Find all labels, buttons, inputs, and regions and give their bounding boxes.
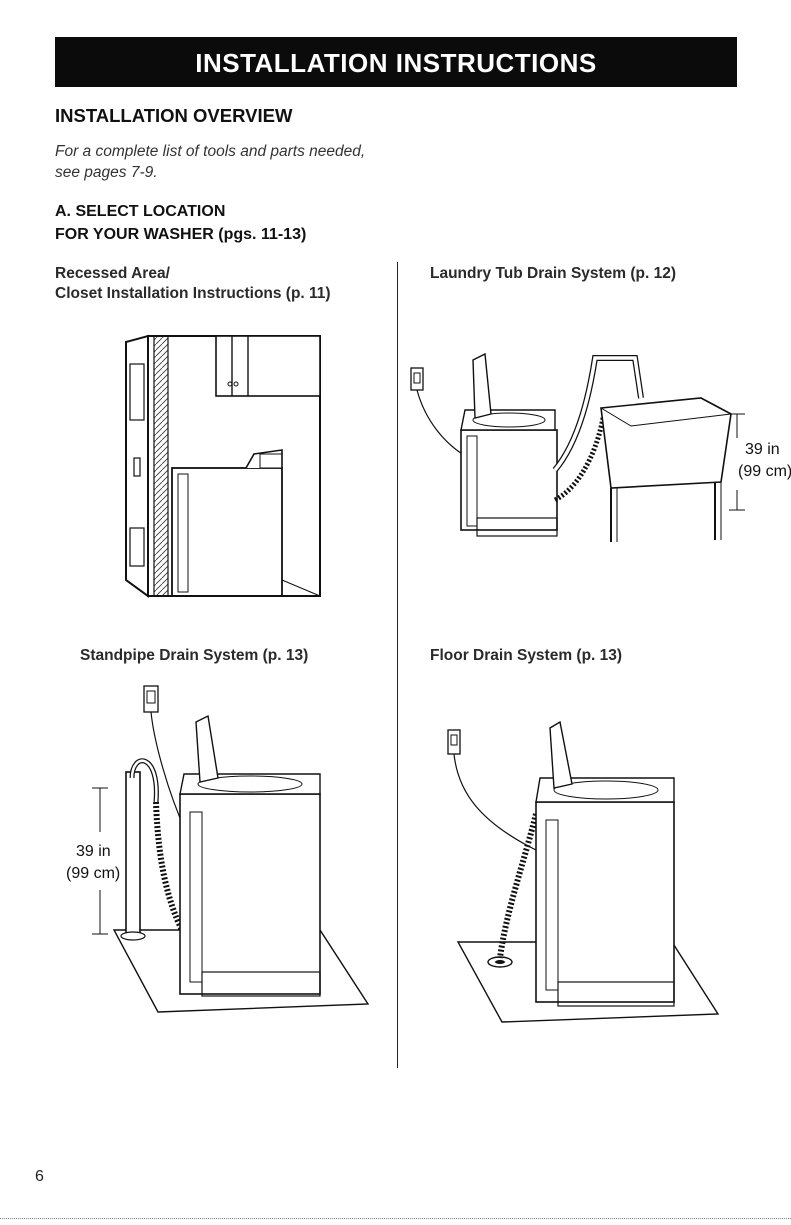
recessed-caption: Recessed Area/ Closet Installation Instr… xyxy=(55,264,331,304)
select-location-heading: A. SELECT LOCATION FOR YOUR WASHER (pgs.… xyxy=(55,200,306,246)
standpipe-height-in: 39 in xyxy=(76,843,111,860)
section-banner: INSTALLATION INSTRUCTIONS xyxy=(55,37,737,87)
standpipe-illustration: 39 in (99 cm) xyxy=(66,685,370,1013)
select-location-line1: A. SELECT LOCATION xyxy=(55,203,226,220)
column-divider xyxy=(397,262,398,1068)
select-location-line2: FOR YOUR WASHER (pgs. 11-13) xyxy=(55,226,307,243)
standpipe-height-cm: (99 cm) xyxy=(66,865,120,882)
overview-heading: INSTALLATION OVERVIEW xyxy=(55,105,293,126)
recessed-closet-illustration xyxy=(125,334,321,598)
bottom-rule xyxy=(0,1218,791,1219)
floor-drain-caption: Floor Drain System (p. 13) xyxy=(430,647,623,664)
recessed-caption-line1: Recessed Area/ xyxy=(55,265,170,282)
standpipe-caption: Standpipe Drain System (p. 13) xyxy=(80,647,309,664)
overview-intro: For a complete list of tools and parts n… xyxy=(55,143,366,181)
laundry-tub-height-in: 39 in xyxy=(745,441,780,458)
page-number: 6 xyxy=(35,1168,44,1185)
laundry-tub-height-cm: (99 cm) xyxy=(738,463,791,480)
floor-drain-illustration xyxy=(447,720,720,1023)
laundry-tub-illustration: 39 in (99 cm) xyxy=(410,352,791,542)
recessed-caption-line2: Closet Installation Instructions (p. 11) xyxy=(55,285,331,302)
laundry-tub-caption: Laundry Tub Drain System (p. 12) xyxy=(430,265,677,282)
